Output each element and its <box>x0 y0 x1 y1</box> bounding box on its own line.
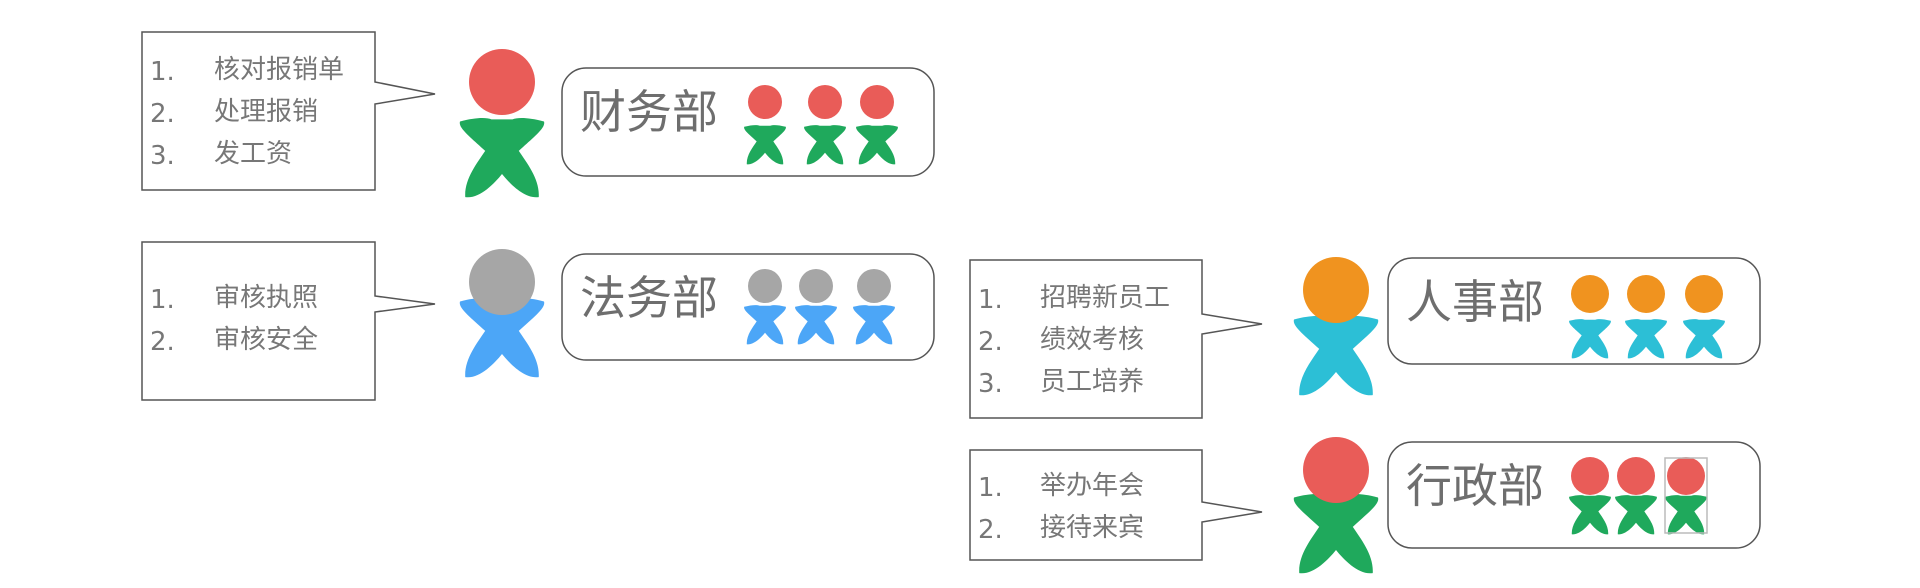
task-number: 1. <box>150 57 175 87</box>
task-number: 3. <box>978 369 1003 399</box>
task-callout-hr: 1. 招聘新员工 2. 绩效考核 3. 员工培养 <box>969 259 1263 419</box>
staff-head <box>799 269 833 303</box>
staff-head <box>1571 457 1609 495</box>
person-head <box>469 49 535 115</box>
manager-figure <box>1293 437 1379 574</box>
task-number: 1. <box>150 285 175 315</box>
task-number: 1. <box>978 473 1003 503</box>
dept-title: 财务部 <box>580 85 718 139</box>
manager-figure <box>459 49 545 198</box>
task-text: 审核执照 <box>214 283 318 313</box>
staff-head <box>1627 275 1665 313</box>
task-text: 审核安全 <box>214 325 318 355</box>
person-head <box>1303 257 1369 323</box>
task-text: 接待来宾 <box>1040 513 1144 543</box>
task-number: 2. <box>150 99 175 129</box>
staff-icons <box>1569 275 1725 359</box>
selection-outline <box>1664 457 1708 534</box>
task-callout-legal: 1. 审核执照 2. 审核安全 <box>141 241 436 401</box>
task-text: 举办年会 <box>1040 471 1144 501</box>
staff-icons <box>1569 457 1708 535</box>
dept-hr: 1. 招聘新员工 2. 绩效考核 3. 员工培养 人事部 <box>969 257 1761 419</box>
staff-head <box>748 269 782 303</box>
manager-figure <box>459 249 545 378</box>
task-number: 2. <box>978 515 1003 545</box>
staff-head <box>857 269 891 303</box>
person-head <box>1303 437 1369 503</box>
staff-icons <box>744 269 895 345</box>
task-number: 2. <box>150 327 175 357</box>
task-number: 1. <box>978 285 1003 315</box>
staff-head <box>1617 457 1655 495</box>
task-number: 2. <box>978 327 1003 357</box>
dept-legal: 1. 审核执照 2. 审核安全 法务部 <box>141 241 935 401</box>
dept-box: 法务部 <box>561 253 935 361</box>
dept-title: 人事部 <box>1406 275 1544 329</box>
staff-head <box>748 85 782 119</box>
staff-head <box>860 85 894 119</box>
task-text: 绩效考核 <box>1040 325 1144 355</box>
task-callout-admin: 1. 举办年会 2. 接待来宾 <box>969 449 1263 561</box>
person-body <box>1293 316 1379 396</box>
dept-box: 行政部 <box>1387 441 1761 549</box>
staff-head <box>808 85 842 119</box>
dept-finance: 1. 核对报销单 2. 处理报销 3. 发工资 财务部 <box>141 31 935 198</box>
task-text: 员工培养 <box>1040 367 1144 397</box>
task-number: 3. <box>150 141 175 171</box>
manager-figure <box>1293 257 1379 396</box>
person-body <box>459 118 545 198</box>
staff-icons <box>744 85 898 165</box>
staff-head <box>1667 457 1705 495</box>
task-callout-finance: 1. 核对报销单 2. 处理报销 3. 发工资 <box>141 31 436 191</box>
dept-title: 行政部 <box>1406 459 1544 513</box>
task-text: 发工资 <box>214 139 292 169</box>
dept-box: 人事部 <box>1387 257 1761 365</box>
task-text: 处理报销 <box>214 97 318 127</box>
person-body <box>1293 494 1379 574</box>
task-text: 核对报销单 <box>214 55 344 85</box>
dept-box: 财务部 <box>561 67 935 177</box>
dept-title: 法务部 <box>580 271 718 325</box>
person-head <box>469 249 535 315</box>
staff-head <box>1685 275 1723 313</box>
dept-admin: 1. 举办年会 2. 接待来宾 行政部 <box>969 437 1761 574</box>
staff-head <box>1571 275 1609 313</box>
task-text: 招聘新员工 <box>1040 283 1170 313</box>
